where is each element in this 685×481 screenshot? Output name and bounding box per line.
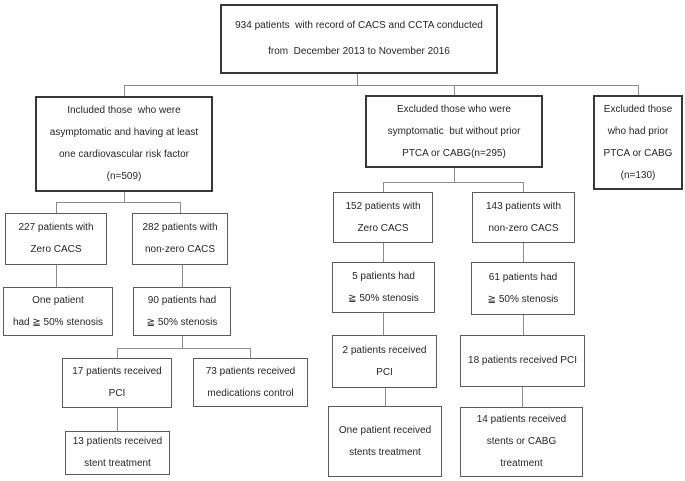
- box-73-medications-control: 73 patients received medications control: [193, 358, 308, 407]
- connector-excluded-drop: [454, 168, 455, 182]
- box-excluded-symptomatic: Excluded those who were symptomatic but …: [365, 95, 543, 168]
- connector-included-drop: [124, 192, 125, 202]
- box-17-pci: 17 patients received PCI: [62, 358, 172, 408]
- connector-split-top: [124, 85, 638, 86]
- connector-to-excluded-prior: [638, 85, 639, 95]
- box-included-asymptomatic: Included those who were asymptomatic and…: [35, 96, 213, 192]
- connector-227-to-one: [56, 265, 57, 287]
- box-61-patients-stenosis: 61 patients had ≧ 50% stenosis: [471, 262, 575, 315]
- connector-to-included: [124, 85, 125, 96]
- connector-143-to-61: [523, 243, 524, 262]
- box-one-patient-stents: One patient received stents treatment: [328, 406, 442, 477]
- connector-18-to-14: [522, 387, 523, 407]
- box-143-nonzero-cacs: 143 patients with non-zero CACS: [472, 192, 575, 243]
- connector-to-17: [117, 348, 118, 358]
- connector-61-to-18: [523, 315, 524, 335]
- connector-152-to-5: [383, 243, 384, 262]
- box-2-pci: 2 patients received PCI: [332, 335, 437, 388]
- connector-split-middle: [383, 182, 524, 183]
- connector-to-73: [250, 348, 251, 358]
- box-total-patients: 934 patients with record of CACS and CCT…: [220, 4, 498, 74]
- box-282-nonzero-cacs: 282 patients with non-zero CACS: [132, 213, 228, 265]
- connector-282-to-90: [182, 265, 183, 287]
- connector-17-to-13: [117, 408, 118, 431]
- connector-2-to-one-stents: [385, 388, 386, 406]
- box-excluded-prior-ptca-cabg: Excluded those who had prior PTCA or CAB…: [593, 95, 683, 190]
- connector-to-227: [56, 202, 57, 213]
- box-18-pci: 18 patients received PCI: [460, 335, 585, 387]
- connector-90-drop: [182, 336, 183, 348]
- box-13-stent-treatment: 13 patients received stent treatment: [65, 431, 170, 475]
- box-14-stents-cabg: 14 patients received stents or CABG trea…: [460, 407, 583, 477]
- box-90-patients-stenosis: 90 patients had ≧ 50% stenosis: [133, 287, 231, 336]
- connector-to-excluded-symptomatic: [454, 85, 455, 95]
- connector-5-to-2: [383, 313, 384, 335]
- connector-root-drop: [357, 74, 358, 85]
- box-227-zero-cacs: 227 patients with Zero CACS: [5, 213, 107, 265]
- connector-to-143: [523, 182, 524, 192]
- connector-split-90: [117, 348, 251, 349]
- box-152-zero-cacs: 152 patients with Zero CACS: [333, 192, 433, 243]
- connector-to-282: [180, 202, 181, 213]
- box-5-patients-stenosis: 5 patients had ≧ 50% stenosis: [332, 262, 435, 313]
- connector-split-left: [56, 202, 181, 203]
- connector-to-152: [383, 182, 384, 192]
- box-one-patient-stenosis: One patient had ≧ 50% stenosis: [3, 287, 113, 336]
